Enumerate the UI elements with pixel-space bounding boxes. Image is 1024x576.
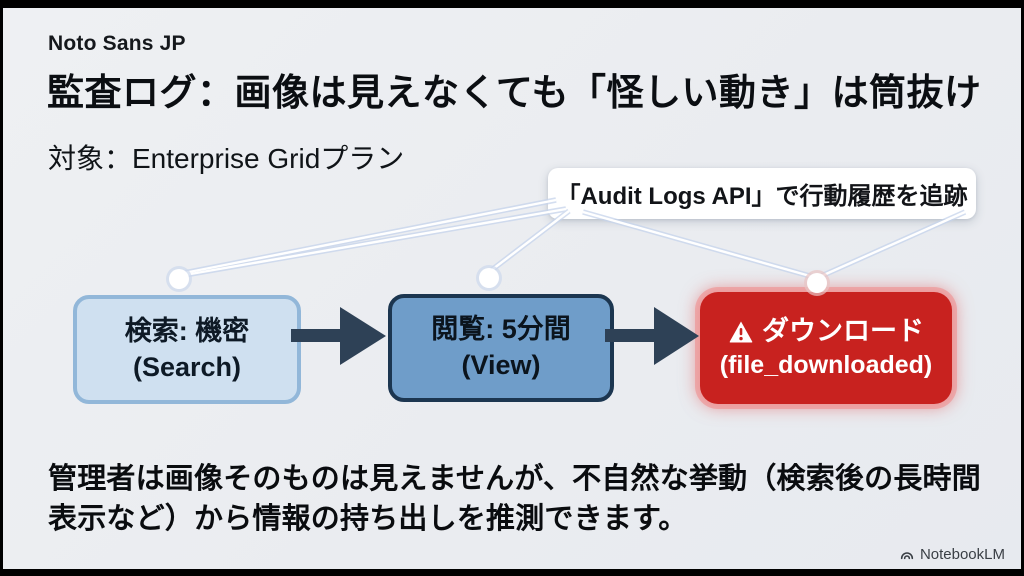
step-label-line1: 検索: 機密 xyxy=(124,315,250,346)
font-name-label: Noto Sans JP xyxy=(48,32,186,55)
step-label-line1: ダウンロード xyxy=(762,315,924,346)
flow-step-download-alert: ダウンロード (file_downloaded) xyxy=(700,292,952,404)
slide-subtitle: 対象：Enterprise Gridプラン xyxy=(48,143,405,174)
flow-step-view: 閲覧: 5分間 (View) xyxy=(388,294,614,402)
warning-icon xyxy=(729,321,753,342)
step-label-line1: 閲覧: 5分間 xyxy=(431,314,571,345)
slide-canvas: Noto Sans JP 監査ログ：画像は見えなくても「怪しい動き」は筒抜け 対… xyxy=(3,8,1021,569)
watermark: NotebookLM xyxy=(899,546,1005,563)
audit-logs-api-callout: 「Audit Logs API」で行動履歴を追跡 xyxy=(548,168,976,219)
flow-step-search: 検索: 機密 (Search) xyxy=(73,295,301,404)
callout-label: 「Audit Logs API」で行動履歴を追跡 xyxy=(556,183,968,210)
slide-body-text: 管理者は画像そのものは見えませんが、不自然な挙動（検索後の長時間表示など）から情… xyxy=(48,463,981,536)
alert-title-row: ダウンロード xyxy=(728,314,924,350)
step-label-line2: (View) xyxy=(461,350,541,380)
step-label-line2: (file_downloaded) xyxy=(719,351,933,380)
arrow-view-to-download xyxy=(605,307,699,365)
step-label-line2: (Search) xyxy=(132,351,242,382)
arrow-search-to-view xyxy=(291,307,386,365)
slide-title: 監査ログ：画像は見えなくても「怪しい動き」は筒抜け xyxy=(47,72,982,113)
watermark-label: NotebookLM xyxy=(919,546,1005,563)
notebooklm-logo-icon xyxy=(900,551,914,559)
